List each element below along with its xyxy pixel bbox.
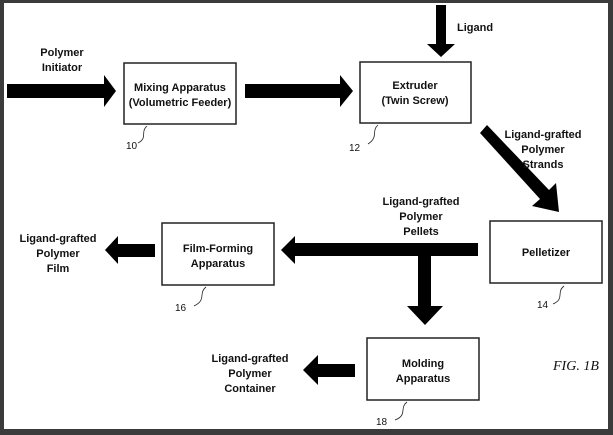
molding-box xyxy=(366,337,480,401)
mixing-apparatus-label-line2: (Volumetric Feeder) xyxy=(129,97,232,109)
molding-label-line1: Molding xyxy=(402,358,444,370)
pelletizer-to-molding-arrow xyxy=(407,256,443,325)
film-label-line1: Ligand-grafted xyxy=(20,233,97,245)
film-label-line2: Polymer xyxy=(36,248,80,260)
extruder-label-line1: Extruder xyxy=(392,80,438,92)
mixing-apparatus-box xyxy=(123,62,237,125)
pellets-label-line2: Polymer xyxy=(399,211,443,223)
polymer-initiator-label-line1: Polymer xyxy=(40,47,84,59)
extruder-box xyxy=(359,61,472,124)
strands-label-line3: Strands xyxy=(523,159,564,171)
film-forming-label-line1: Film-Forming xyxy=(183,243,253,255)
film-output-arrow xyxy=(105,236,155,264)
ref-leader-18 xyxy=(394,401,408,421)
container-label-line3: Container xyxy=(224,383,276,395)
mixing-apparatus-label-line1: Mixing Apparatus xyxy=(134,82,226,94)
ref-number-10: 10 xyxy=(126,141,138,152)
container-output-arrow xyxy=(303,355,355,385)
mixing-to-extruder-arrow xyxy=(245,75,353,107)
ligand-arrow xyxy=(427,5,455,57)
container-label-line2: Polymer xyxy=(228,368,272,380)
extruder-to-pelletizer-arrow xyxy=(480,125,559,212)
ref-leader-16 xyxy=(193,286,207,307)
ligand-label: Ligand xyxy=(457,22,493,34)
ref-number-16: 16 xyxy=(175,303,187,314)
input-arrow xyxy=(7,75,116,107)
polymer-initiator-label-line2: Initiator xyxy=(42,62,83,74)
ref-number-12: 12 xyxy=(349,143,361,154)
ref-leader-10 xyxy=(137,125,148,144)
pellets-label-line1: Ligand-grafted xyxy=(383,196,460,208)
ref-number-14: 14 xyxy=(537,300,549,311)
strands-label-line1: Ligand-grafted xyxy=(505,129,582,141)
film-label-line3: Film xyxy=(47,263,70,275)
container-label-line1: Ligand-grafted xyxy=(212,353,289,365)
pelletizer-box xyxy=(489,220,603,284)
film-forming-box xyxy=(161,222,275,286)
page-background xyxy=(4,3,608,429)
ref-leader-12 xyxy=(367,124,379,145)
pelletizer-label: Pelletizer xyxy=(522,247,571,259)
extruder-label-line2: (Twin Screw) xyxy=(381,95,448,107)
ref-leader-14 xyxy=(552,285,565,305)
film-forming-label-line2: Apparatus xyxy=(191,258,245,270)
ref-number-18: 18 xyxy=(376,417,388,428)
molding-label-line2: Apparatus xyxy=(396,373,450,385)
pellets-label-line3: Pellets xyxy=(403,226,438,238)
pelletizer-to-film-arrow xyxy=(281,236,478,264)
figure-label: FIG. 1B xyxy=(552,359,599,374)
strands-label-line2: Polymer xyxy=(521,144,565,156)
